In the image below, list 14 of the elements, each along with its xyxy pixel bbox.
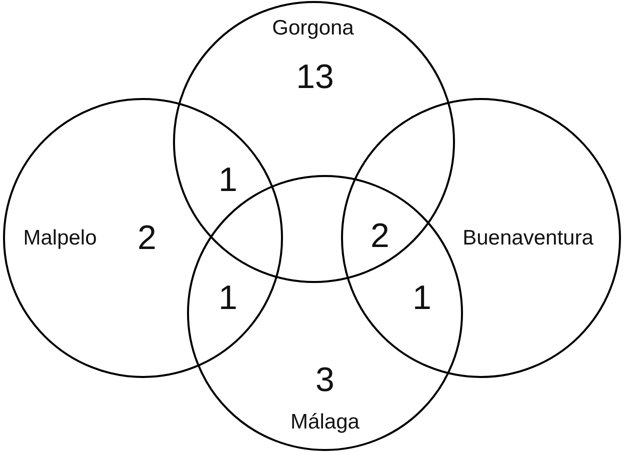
set-name: Málaga (290, 412, 360, 432)
set-name: Buenaventura (462, 228, 594, 248)
overlap-count: 1 (412, 281, 432, 315)
set-circle (3, 98, 283, 378)
count-number: 2 (138, 221, 156, 255)
set-name: Malpelo (23, 228, 97, 248)
count-number: 13 (296, 60, 334, 94)
count-number: 3 (316, 363, 334, 397)
set-circle (341, 98, 621, 378)
overlap-count: 1 (218, 281, 238, 315)
set-circle (173, 1, 455, 283)
overlap-count: 2 (370, 219, 390, 253)
set-name: Gorgona (272, 18, 354, 38)
overlap-count: 1 (218, 163, 238, 197)
